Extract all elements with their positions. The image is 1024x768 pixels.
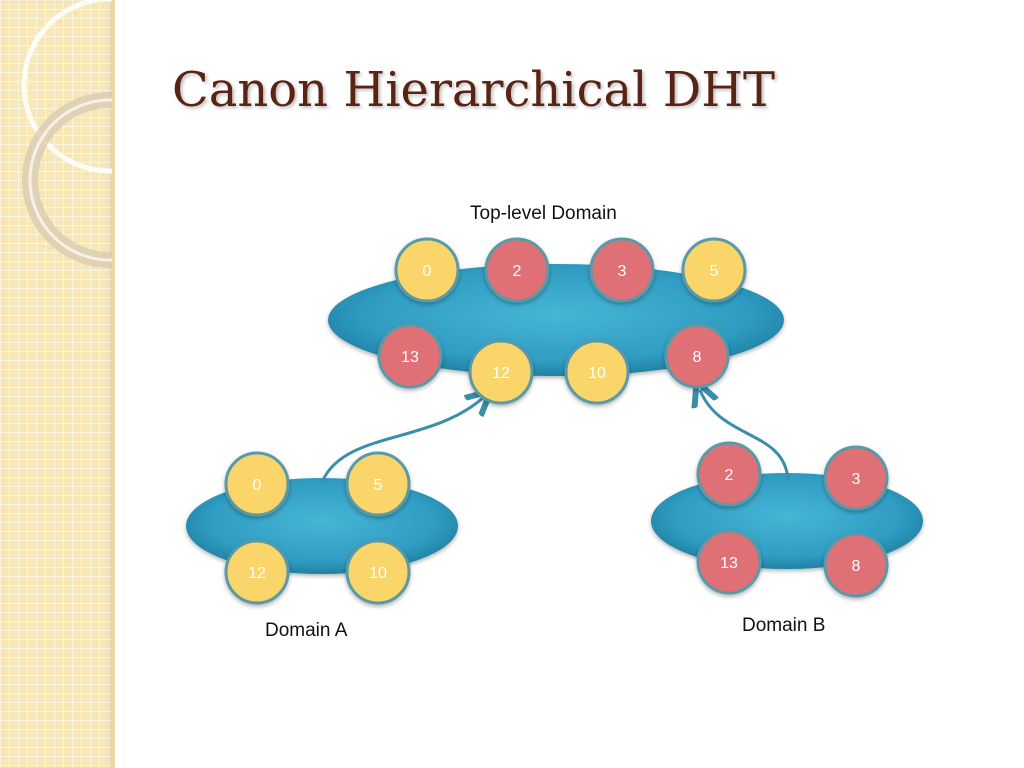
node-circle [823, 532, 889, 598]
node-circle [823, 445, 889, 511]
node-label: 2 [725, 467, 734, 484]
node-top-10: 10 [564, 339, 630, 405]
node-circle [589, 237, 655, 303]
node-circle [224, 451, 290, 517]
node-circle [377, 323, 443, 389]
node-a-12: 12 [224, 539, 290, 605]
node-circle [681, 237, 747, 303]
node-label: 10 [588, 365, 606, 382]
node-label: 8 [852, 558, 861, 575]
node-top-5: 5 [681, 237, 747, 303]
arrow-domain-a-to-top [320, 397, 484, 483]
node-circle [664, 323, 730, 389]
node-circle [345, 451, 411, 517]
node-top-3: 3 [589, 237, 655, 303]
node-circle [696, 529, 762, 595]
node-b-3: 3 [823, 445, 889, 511]
node-top-0: 0 [394, 237, 460, 303]
slide-title: Canon Hierarchical DHT [172, 62, 776, 118]
domain-a-label: Domain A [265, 620, 348, 641]
top-level-domain-label: Top-level Domain [470, 203, 617, 224]
node-top-13: 13 [377, 323, 443, 389]
node-b-8: 8 [823, 532, 889, 598]
node-circle [468, 339, 534, 405]
node-top-12: 12 [468, 339, 534, 405]
node-label: 3 [618, 263, 627, 280]
node-label: 0 [253, 477, 262, 494]
node-label: 13 [720, 555, 738, 572]
arrow-domain-b-to-top [700, 390, 790, 481]
domain-b-label: Domain B [742, 615, 826, 636]
sidebar-rings [21, 0, 112, 268]
decorative-sidebar [0, 0, 112, 768]
node-a-10: 10 [345, 539, 411, 605]
node-label: 5 [374, 477, 383, 494]
node-circle [564, 339, 630, 405]
node-top-2: 2 [484, 237, 550, 303]
node-a-0: 0 [224, 451, 290, 517]
node-circle [484, 237, 550, 303]
node-label: 12 [492, 365, 510, 382]
node-b-13: 13 [696, 529, 762, 595]
node-circle [394, 237, 460, 303]
node-label: 0 [423, 263, 432, 280]
node-label: 2 [513, 263, 522, 280]
node-label: 12 [248, 565, 266, 582]
sidebar-edge [112, 0, 115, 768]
node-label: 10 [369, 565, 387, 582]
node-circle [224, 539, 290, 605]
node-label: 13 [401, 349, 419, 366]
node-circle [696, 441, 762, 507]
node-label: 3 [852, 471, 861, 488]
node-label: 5 [710, 263, 719, 280]
node-a-5: 5 [345, 451, 411, 517]
node-b-2: 2 [696, 441, 762, 507]
node-label: 8 [693, 349, 702, 366]
node-circle [345, 539, 411, 605]
node-top-8: 8 [664, 323, 730, 389]
